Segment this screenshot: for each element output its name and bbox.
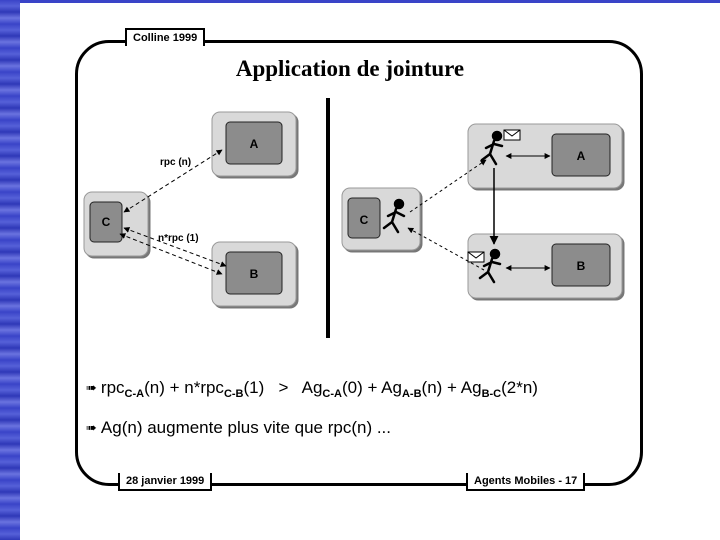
left-node-c: C [83, 191, 149, 257]
svg-text:B: B [250, 267, 259, 281]
decorative-strip [0, 0, 20, 540]
nrpc-label: n*rpc (1) [158, 233, 199, 244]
agent-path-b-c [407, 227, 485, 271]
rpc-arrow [123, 149, 223, 213]
bullet-conclusion: ➠Ag(n) augmente plus vite que rpc(n) ... [86, 418, 391, 437]
right-node-c: C [341, 187, 421, 251]
svg-text:A: A [577, 149, 586, 163]
svg-text:B: B [577, 259, 586, 273]
slide-frame [75, 40, 643, 486]
svg-text:C: C [360, 213, 369, 227]
footer-page: Agents Mobiles - 17 [466, 473, 586, 491]
top-rule [20, 0, 720, 3]
agent-icon [382, 198, 406, 234]
footer-date: 28 janvier 1999 [118, 473, 213, 491]
agent-icon-b [467, 248, 502, 284]
rpc-label: rpc (n) [160, 157, 191, 168]
agent-icon-a [480, 129, 521, 166]
svg-text:C: C [102, 215, 111, 229]
bullet-arrow-icon: ➠ [86, 420, 97, 435]
nrpc-arrow-2 [119, 233, 223, 275]
header-tag: Colline 1999 [125, 28, 206, 46]
bullet-arrow-icon: ➠ [86, 380, 97, 395]
left-node-a: A [211, 111, 297, 177]
page-title: Application de jointure [235, 56, 465, 81]
svg-text:A: A [250, 137, 259, 151]
bullet-comparison: ➠rpcC-A(n) + n*rpcC-B(1) > AgC-A(0) + Ag… [86, 378, 538, 400]
left-node-b: B [211, 241, 297, 307]
